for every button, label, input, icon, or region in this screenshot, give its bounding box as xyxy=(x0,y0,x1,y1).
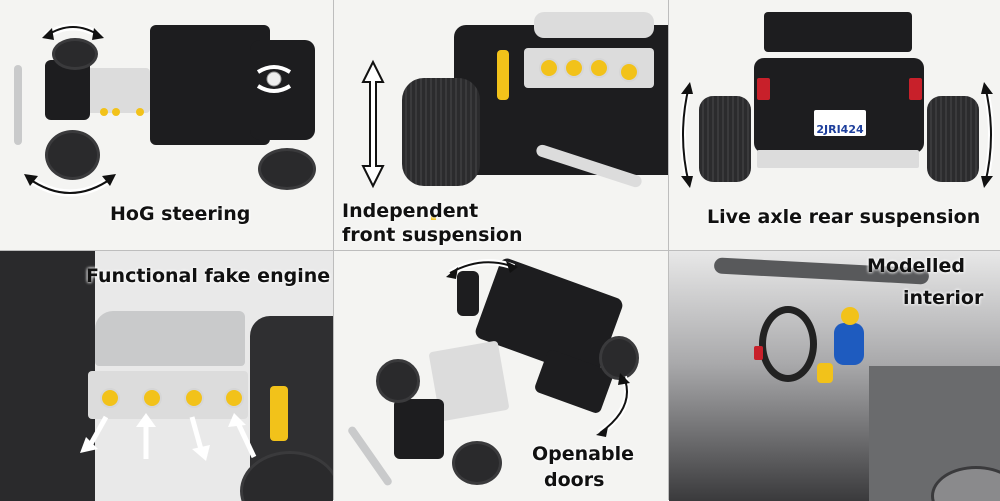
red-accent xyxy=(754,346,763,360)
piston-2 xyxy=(564,58,584,78)
panel-front-suspension: Independent front suspension xyxy=(334,0,668,250)
shock-absorber xyxy=(270,386,288,441)
shock-absorber xyxy=(497,50,509,100)
piston-1 xyxy=(539,58,559,78)
rear-wheel-right xyxy=(927,96,979,182)
caption-rear-suspension: Live axle rear suspension xyxy=(707,206,981,228)
rear-wheel-left xyxy=(699,96,751,182)
front-bumper xyxy=(346,425,394,487)
curved-vertical-arrow-icon xyxy=(981,82,994,188)
open-door-left xyxy=(457,271,479,316)
piston-1 xyxy=(100,388,120,408)
vertical-double-arrow-icon xyxy=(361,59,385,189)
car-side xyxy=(0,251,95,501)
panel-fake-engine: Functional fake engine xyxy=(0,251,333,501)
license-plate: 2JRI424 xyxy=(814,110,866,136)
front-wheel-left xyxy=(376,359,420,403)
rear-wheel xyxy=(258,148,316,190)
panel-interior: Modelled interior xyxy=(669,251,1000,501)
rear-wheel xyxy=(599,336,639,380)
panel-openable-doors: Openable doors xyxy=(334,251,668,501)
front-wheel-right xyxy=(452,441,502,485)
front-grille xyxy=(394,399,444,459)
curved-double-arrow-icon xyxy=(446,259,518,279)
piston-motion-arrows-icon xyxy=(80,413,257,461)
engine-top xyxy=(95,311,245,366)
minifigure-torso xyxy=(834,323,864,365)
curved-double-arrow-icon xyxy=(24,174,116,197)
panel-rear-suspension: 2JRI424 Live axle rear suspension xyxy=(669,0,1000,250)
minifigure-head xyxy=(841,307,859,325)
piston-2 xyxy=(142,388,162,408)
intake xyxy=(534,12,654,38)
piston-3 xyxy=(589,58,609,78)
curved-double-arrow-icon xyxy=(42,23,104,40)
front-wheel-top xyxy=(52,38,98,70)
gear-lever xyxy=(817,363,833,383)
piston-3 xyxy=(184,388,204,408)
tail-light-left xyxy=(757,78,770,100)
front-frame xyxy=(45,60,90,120)
engine-block xyxy=(85,68,150,113)
piston-3 xyxy=(136,108,144,116)
piston-4 xyxy=(224,388,244,408)
piston-4 xyxy=(619,62,639,82)
roll-bar xyxy=(764,12,912,52)
rear-body xyxy=(754,58,924,153)
front-wheel-bottom xyxy=(45,130,100,180)
caption-openable-doors-line2: doors xyxy=(544,469,605,491)
caption-interior-line2: interior xyxy=(903,287,984,309)
curved-vertical-arrow-icon xyxy=(680,82,693,188)
accent xyxy=(431,215,436,220)
piston-2 xyxy=(112,108,120,116)
tail-light-right xyxy=(909,78,922,100)
caption-fake-engine: Functional fake engine xyxy=(86,265,331,287)
caption-openable-doors-line1: Openable xyxy=(532,443,634,465)
caption-interior-line1: Modelled xyxy=(867,255,965,277)
caption-front-suspension-line2: front suspension xyxy=(342,224,523,246)
caption-hog-steering: HoG steering xyxy=(110,203,251,225)
rear-bumper xyxy=(757,150,919,168)
front-bumper xyxy=(14,65,22,145)
curved-double-arrow-icon xyxy=(596,373,630,437)
panel-hog-steering: HoG steering xyxy=(0,0,333,250)
gear-rotate-arrows-icon xyxy=(256,65,292,93)
front-wheel xyxy=(402,78,480,186)
caption-front-suspension-line1: Independent xyxy=(342,200,479,222)
piston-1 xyxy=(100,108,108,116)
steering-wheel xyxy=(759,306,817,382)
